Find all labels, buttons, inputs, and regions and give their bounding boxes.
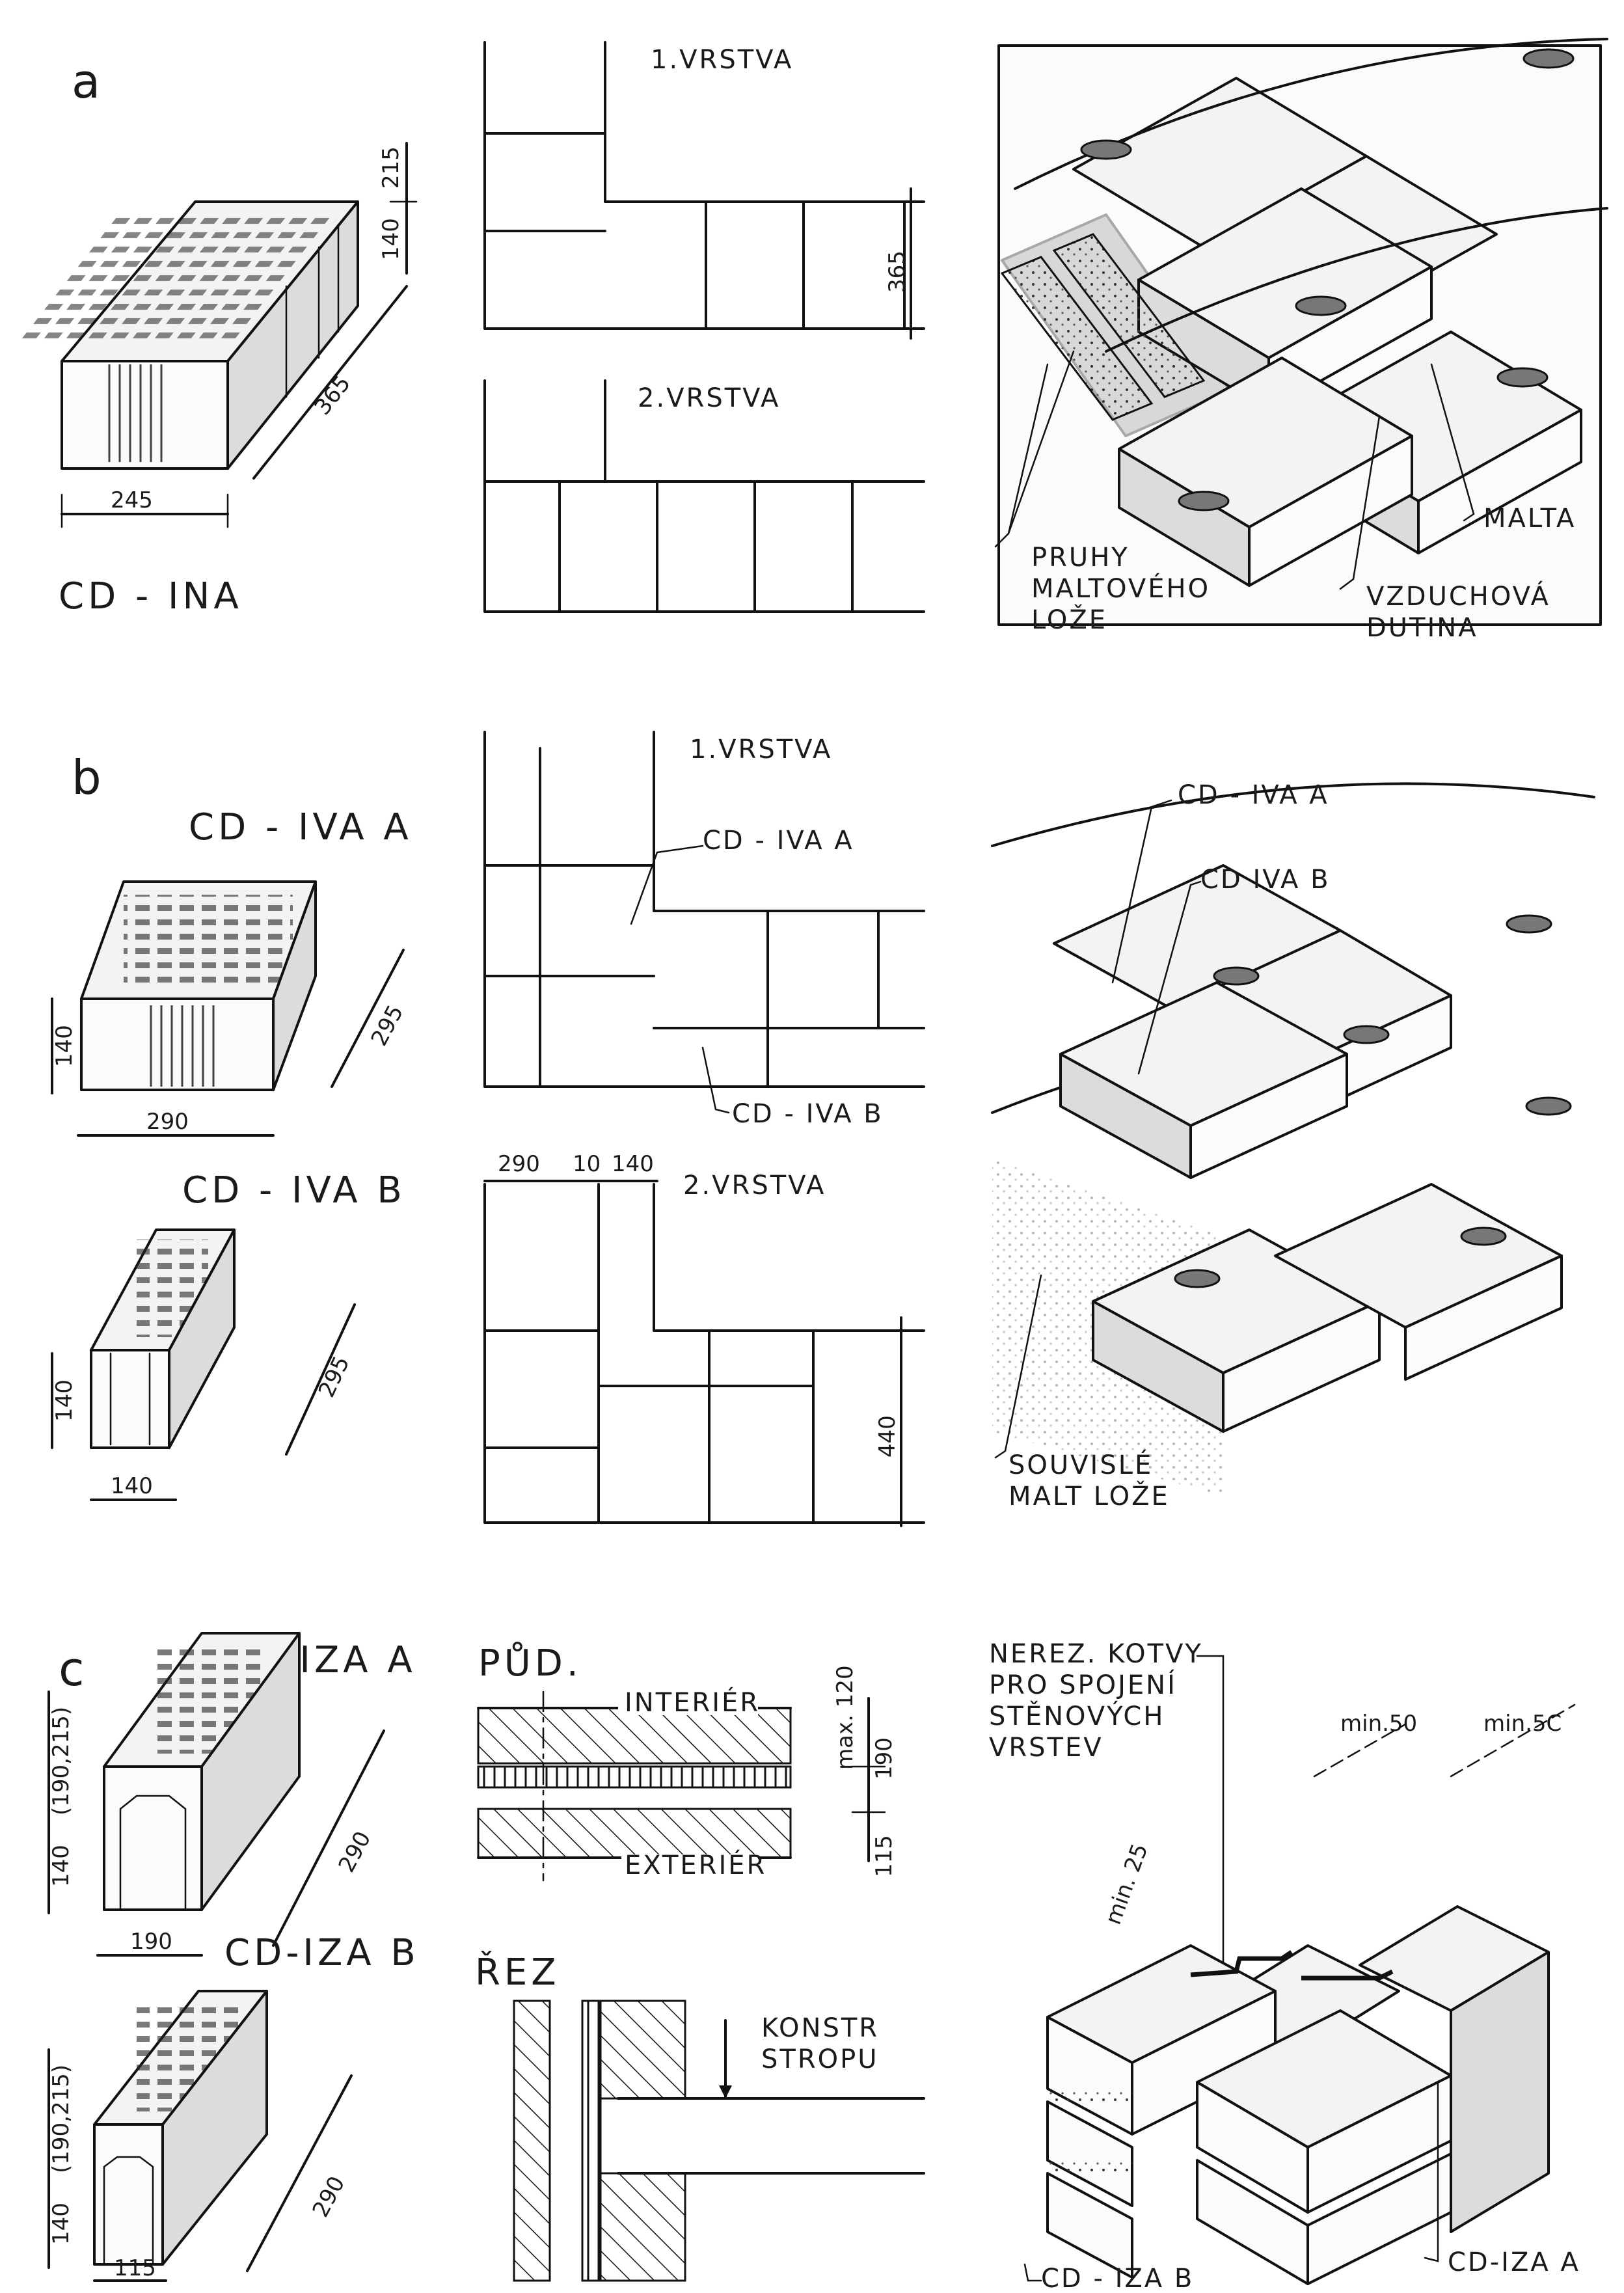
dim-140-b-h: 140 [111, 1473, 153, 1499]
dim-215: 215 [378, 146, 404, 189]
block-cd-iza-b [93, 1990, 268, 2266]
dimensions-cd-ina: 245 365 140 215 [61, 142, 418, 528]
iso-wall-a [997, 38, 1608, 626]
block-cd-iza-a [103, 1632, 301, 1911]
dim-290-a: 290 [146, 1109, 189, 1135]
block-name-cd-ina: CD - INA [59, 575, 243, 617]
min50-label-1: min.50 [1340, 1711, 1417, 1737]
dim-190-215-a: (190,215) [48, 1707, 74, 1815]
plan-dim-115: 115 [871, 1835, 897, 1877]
plan-dim-140: 140 [612, 1151, 654, 1177]
label-ceiling-2: STROPU [761, 2044, 879, 2074]
block-name-cd-iva-a: CD - IVA A [189, 806, 413, 848]
dim-140-a: 140 [51, 1025, 77, 1067]
anchors-label-4: VRSTEV [989, 1733, 1103, 1763]
callout-strips-2: MALTOVÉHO [1031, 573, 1210, 604]
dim-295-b: 295 [314, 1352, 355, 1402]
plan-dim-10: 10 [573, 1151, 601, 1177]
callout-strips-3: LOŽE [1031, 604, 1107, 635]
layer-1-title-b: 1.VRSTVA [690, 735, 832, 765]
section-rez: ŘEZ KONSTR STROPU [475, 1951, 925, 2282]
block-cd-iva-a [80, 880, 317, 1091]
plan-pud: PŮD. INTERIÉR EXTERIÉR max. 120 190 115 [477, 1642, 897, 1882]
dim-365: 365 [310, 371, 356, 420]
plan-layer-1-b: 1.VRSTVA CD - IVA A CD - IVA B [483, 731, 925, 1129]
layer-2-title-b: 2.VRSTVA [683, 1171, 826, 1201]
block-name-cd-iza-b: CD-IZA B [224, 1932, 420, 1974]
callout-cavity-2: DUTINA [1366, 613, 1478, 643]
label-interior: INTERIÉR [625, 1687, 760, 1718]
section-rez-title: ŘEZ [475, 1951, 560, 1994]
plan-dim-440: 440 [874, 1415, 900, 1458]
layer-2-title-a: 2.VRSTVA [638, 383, 780, 413]
callouts-a: PRUHY MALTOVÉHO LOŽE MALTA VZDUCHOVÁ DUT… [994, 350, 1576, 643]
callouts-b: CD - IVA A CD IVA B SOUVISLÉ MALT LOŽE [994, 780, 1331, 1512]
iso-label-iva-b: CD IVA B [1200, 865, 1331, 895]
iso-label-iva-a: CD - IVA A [1178, 780, 1329, 810]
bed-label-1: SOUVISLÉ [1008, 1449, 1153, 1480]
dim-140-c-b: 140 [48, 2203, 74, 2245]
section-c-letter: c [59, 1642, 85, 1696]
plan-layer-2-b: 290 10 140 2.VRSTVA 440 [483, 1151, 925, 1527]
anchors-label-3: STĚNOVÝCH [989, 1700, 1165, 1731]
layer-1-title-a: 1.VRSTVA [651, 45, 793, 75]
plan-layer-1-a: 1.VRSTVA 365 [483, 41, 925, 340]
label-exterior: EXTERIÉR [625, 1849, 766, 1880]
plan-dim-365: 365 [884, 251, 910, 293]
anchors-label-1: NEREZ. KOTVY [989, 1639, 1203, 1669]
dimensions-cd-iza-a: 190 140 (190,215) 290 [47, 1690, 385, 1957]
section-a: a 245 365 140 215 CD - INA [16, 38, 1608, 643]
anchors-label-2: PRO SPOJENÍ [989, 1669, 1177, 1700]
block-cd-iva-b [90, 1228, 236, 1449]
dim-190-c: 190 [130, 1929, 172, 1955]
dim-190-215-b: (190,215) [48, 2065, 74, 2173]
label-ceiling-1: KONSTR [761, 2013, 879, 2043]
dim-115-c: 115 [114, 2255, 156, 2281]
dimensions-cd-iza-b: 115 140 (190,215) 290 [47, 2048, 353, 2282]
iza-b-label: CD - IZA B [1041, 2264, 1194, 2293]
plan-dim-290: 290 [498, 1151, 540, 1177]
block-cd-ina [16, 200, 359, 470]
plan-label-iva-a: CD - IVA A [703, 826, 854, 856]
section-c: c CD-IZA A 190 140 (190,215) 290 CD-IZA … [47, 1632, 1580, 2293]
dim-290-c-a: 290 [334, 1827, 377, 1877]
plan-dim-max120: max. 120 [832, 1665, 858, 1770]
bed-label-2: MALT LOŽE [1008, 1480, 1170, 1512]
iso-wall-c: NEREZ. KOTVY PRO SPOJENÍ STĚNOVÝCH VRSTE… [989, 1639, 1580, 2293]
plan-dim-190: 190 [871, 1737, 897, 1780]
section-b: b CD - IVA A 290 140 295 CD - IVA B [51, 731, 1595, 1527]
dim-245: 245 [111, 487, 153, 513]
section-b-letter: b [72, 750, 102, 805]
min50-label-2: min.5C [1483, 1711, 1562, 1737]
dim-140-c-a: 140 [48, 1845, 74, 1887]
dim-290-c-b: 290 [308, 2172, 351, 2221]
plan-pud-title: PŮD. [478, 1642, 582, 1685]
plan-label-iva-b: CD - IVA B [732, 1099, 884, 1129]
dim-140: 140 [378, 218, 404, 260]
callout-strips-1: PRUHY [1031, 543, 1130, 573]
section-a-letter: a [72, 54, 100, 109]
plan-layer-2-a: 2.VRSTVA [483, 379, 925, 613]
iso-wall-b [991, 782, 1595, 1497]
iza-a-label: CD-IZA A [1448, 2247, 1580, 2277]
callout-mortar: MALTA [1483, 504, 1576, 534]
callout-cavity-1: VZDUCHOVÁ [1366, 580, 1550, 612]
dim-140-b-v: 140 [51, 1379, 77, 1422]
block-name-cd-iva-b: CD - IVA B [182, 1169, 406, 1212]
min25-label: min. 25 [1100, 1840, 1154, 1928]
